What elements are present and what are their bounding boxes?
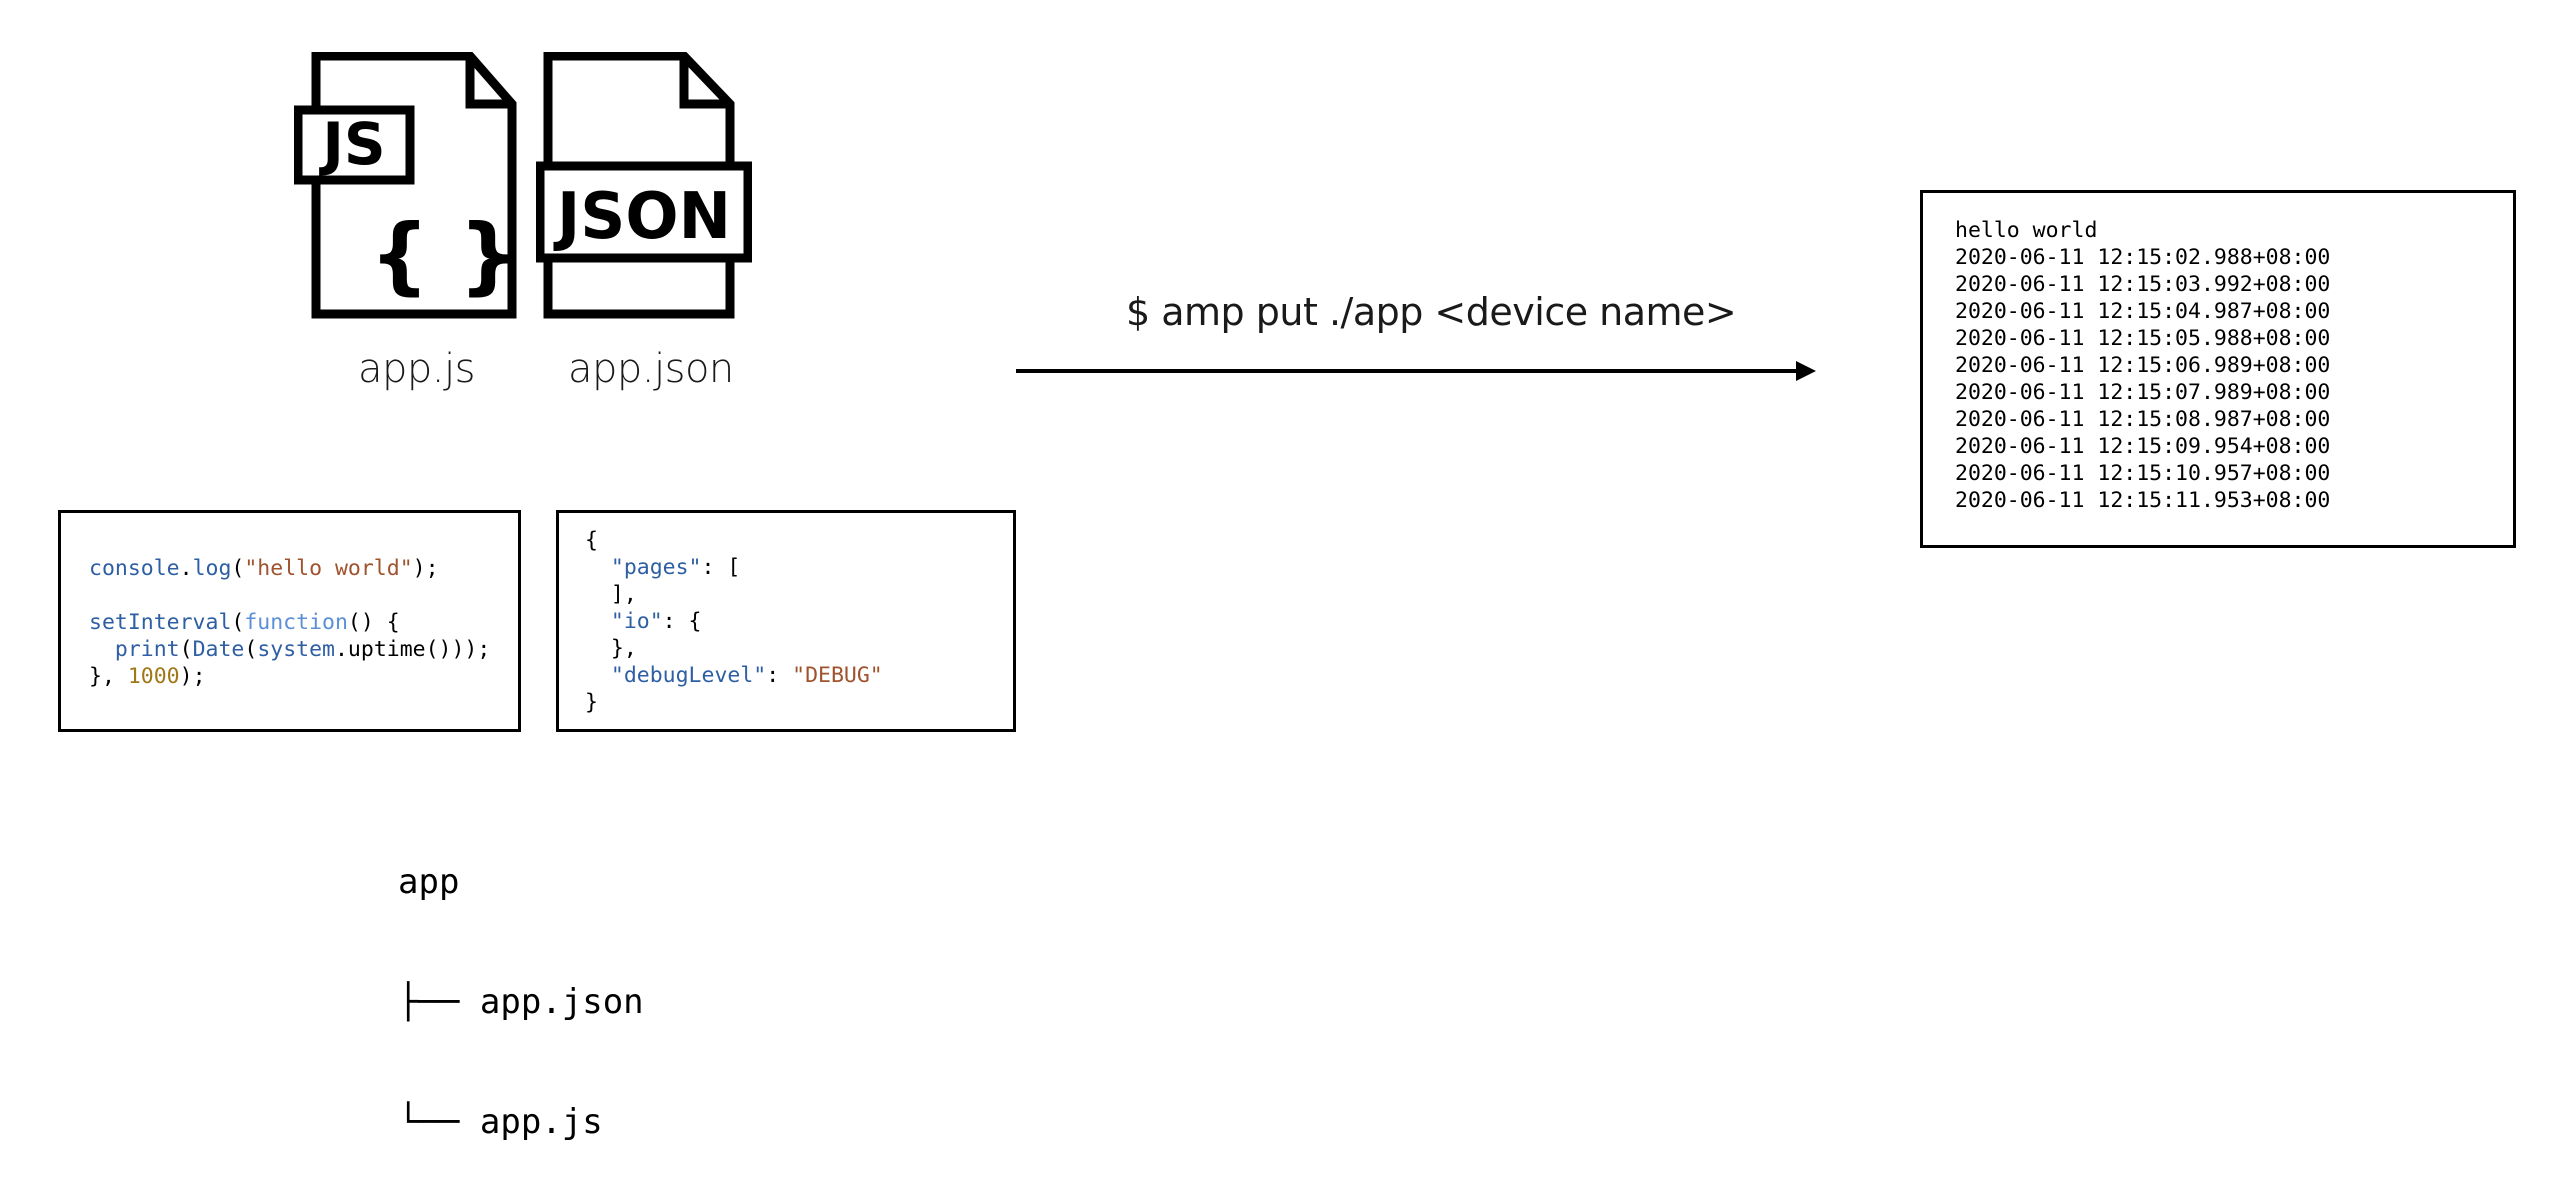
code-line: } — [585, 690, 598, 715]
output-line: 2020-06-11 12:15:05.988+08:00 — [1955, 326, 2331, 351]
command-text: $ amp put ./app <device name> — [1126, 290, 1737, 334]
code-token: function — [244, 610, 348, 635]
tree-root: app — [398, 862, 460, 902]
json-file-caption: app.json — [568, 346, 734, 392]
code-token: "pages" — [610, 555, 702, 580]
directory-tree: app ├── app.json └── app.js — [398, 782, 644, 1182]
code-token: ); — [179, 664, 206, 689]
code-token: "debugLevel" — [610, 663, 767, 688]
code-token: }, — [89, 664, 128, 689]
js-file-caption: app.js — [358, 346, 475, 392]
code-line: ], — [585, 582, 637, 607]
js-file-icon: JS { } — [294, 52, 519, 319]
code-line: console.log("hello world"); — [89, 555, 518, 582]
code-line: "io": { — [585, 608, 1013, 635]
json-file-icon: JSON — [536, 52, 752, 319]
code-token: ( — [231, 556, 245, 581]
code-token: "DEBUG" — [792, 663, 883, 688]
code-line — [89, 582, 518, 609]
output-line: 2020-06-11 12:15:10.957+08:00 — [1955, 461, 2331, 486]
braces-glyph: { } — [370, 206, 519, 304]
output-line: 2020-06-11 12:15:03.992+08:00 — [1955, 272, 2331, 297]
arrow — [1016, 361, 1816, 381]
code-line: { — [585, 528, 598, 553]
tree-item-app-json: ├── app.json — [398, 982, 644, 1022]
output-line: 2020-06-11 12:15:02.988+08:00 — [1955, 245, 2331, 270]
output-line: 2020-06-11 12:15:08.987+08:00 — [1955, 407, 2331, 432]
code-token: print — [114, 637, 180, 662]
code-token: console — [89, 556, 180, 581]
code-token: ( — [244, 637, 258, 662]
code-token: : [ — [701, 555, 741, 580]
code-line: "debugLevel": "DEBUG" — [585, 662, 1013, 689]
code-line: setInterval(function() { — [89, 609, 518, 636]
output-line: 2020-06-11 12:15:04.987+08:00 — [1955, 299, 2331, 324]
code-token: log — [192, 556, 232, 581]
output-line: hello world — [1955, 218, 2098, 243]
code-line: print(Date(system.uptime())); — [89, 636, 518, 663]
code-token: 1000 — [127, 664, 180, 689]
code-token: . — [179, 556, 193, 581]
code-token: ( — [179, 637, 193, 662]
code-token: .uptime())); — [334, 637, 491, 662]
code-token: setInterval — [89, 610, 232, 635]
code-line: }, 1000); — [89, 663, 518, 690]
output-line: 2020-06-11 12:15:07.989+08:00 — [1955, 380, 2331, 405]
code-token: ( — [231, 610, 245, 635]
code-token: "hello world" — [244, 556, 413, 581]
code-token: "io" — [610, 609, 663, 634]
code-token: : — [766, 663, 793, 688]
console-output-box: hello world 2020-06-11 12:15:02.988+08:0… — [1920, 190, 2516, 548]
output-line: 2020-06-11 12:15:09.954+08:00 — [1955, 434, 2331, 459]
code-line: }, — [585, 636, 637, 661]
code-line: "pages": [ — [585, 554, 1013, 581]
code-token: system — [257, 637, 335, 662]
js-icon-label: JS — [318, 110, 385, 178]
output-line: 2020-06-11 12:15:11.953+08:00 — [1955, 488, 2331, 513]
json-code-box: { "pages": [ ], "io": { }, "debugLevel":… — [556, 510, 1016, 732]
code-token: : { — [662, 609, 702, 634]
tree-item-app-js: └── app.js — [398, 1102, 603, 1142]
code-token: ); — [412, 556, 439, 581]
code-token: () { — [347, 610, 400, 635]
code-token — [89, 637, 115, 662]
js-code-box: console.log("hello world"); setInterval(… — [58, 510, 521, 732]
output-line: 2020-06-11 12:15:06.989+08:00 — [1955, 353, 2331, 378]
json-icon-label: JSON — [553, 180, 731, 254]
code-token: Date — [192, 637, 245, 662]
